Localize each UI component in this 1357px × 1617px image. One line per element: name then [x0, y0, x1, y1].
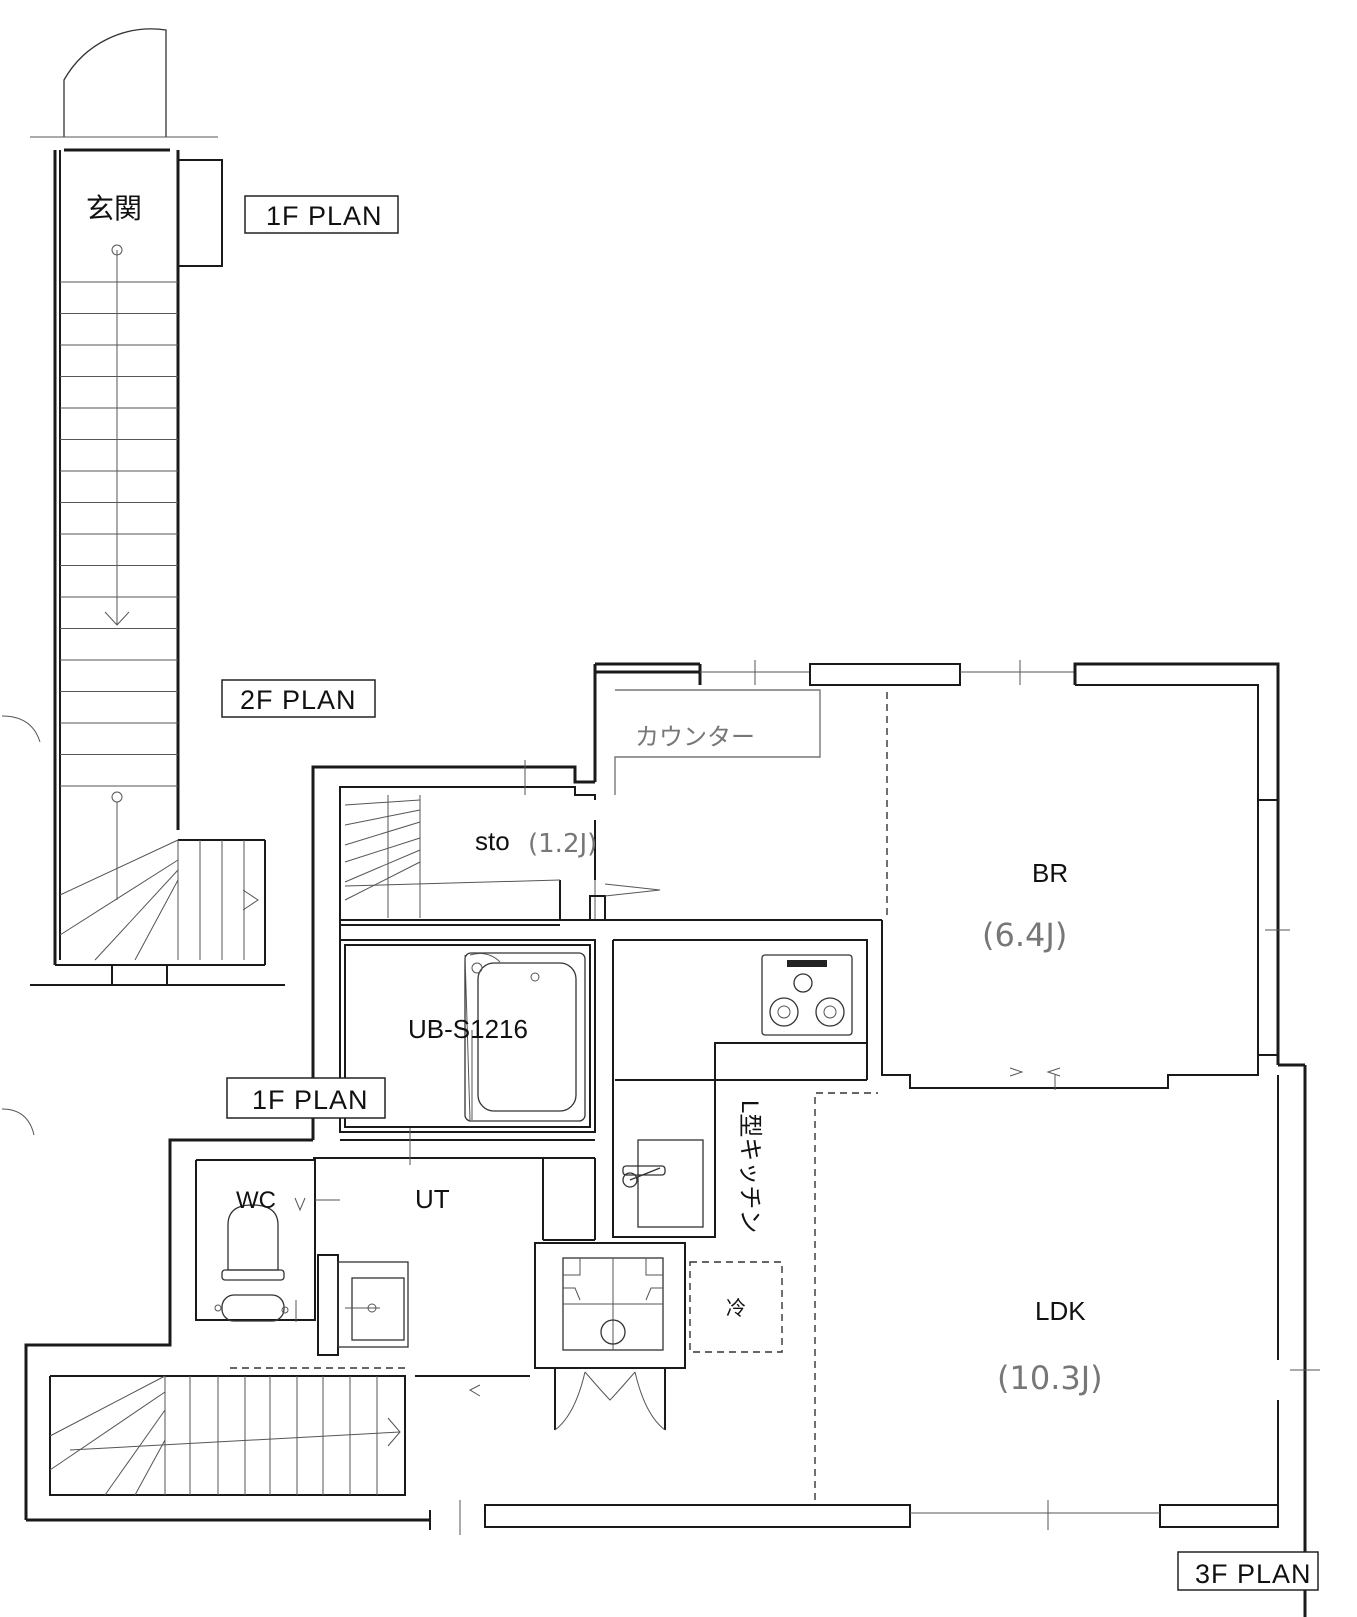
- tag-2f-plan-text: 2F PLAN: [240, 685, 357, 715]
- stair-winder-lower: [30, 839, 285, 986]
- tag-1f-plan-top: 1F PLAN: [244, 195, 399, 234]
- label-unit-bath: UB-S1216: [408, 1014, 528, 1044]
- label-storage: sto: [475, 826, 510, 856]
- tag-1f-plan-mid: 1F PLAN: [226, 1077, 386, 1119]
- label-entrance: 玄関: [86, 193, 142, 224]
- label-counter: カウンター: [635, 723, 755, 751]
- tag-1f-plan-mid-text: 1F PLAN: [252, 1085, 369, 1115]
- entrance-door-swing: [63, 28, 167, 137]
- punch-hole-mark: [1, 1108, 35, 1136]
- tag-3f-plan-text: 3F PLAN: [1195, 1559, 1312, 1589]
- label-storage-area: (1.2J): [528, 829, 597, 859]
- tag-1f-plan-top-text: 1F PLAN: [266, 201, 383, 231]
- label-ldk-area: (10.3J): [997, 1359, 1103, 1397]
- tag-3f-plan: 3F PLAN: [1177, 1551, 1319, 1591]
- tag-2f-plan: 2F PLAN: [221, 679, 376, 718]
- label-kitchen: L型キッチン: [736, 1100, 763, 1233]
- stair-treads-upper: [60, 281, 178, 787]
- label-ldk: LDK: [1035, 1296, 1086, 1326]
- third-floor-plan: [24, 660, 1320, 1617]
- label-bedroom: BR: [1032, 858, 1068, 888]
- stair-tower: [30, 28, 223, 965]
- label-bedroom-area: (6.4J): [982, 916, 1067, 954]
- label-utility: UT: [415, 1184, 450, 1214]
- label-fridge: 冷: [726, 1297, 746, 1320]
- label-wc: WC: [236, 1187, 276, 1214]
- punch-hole-mark: [1, 715, 41, 743]
